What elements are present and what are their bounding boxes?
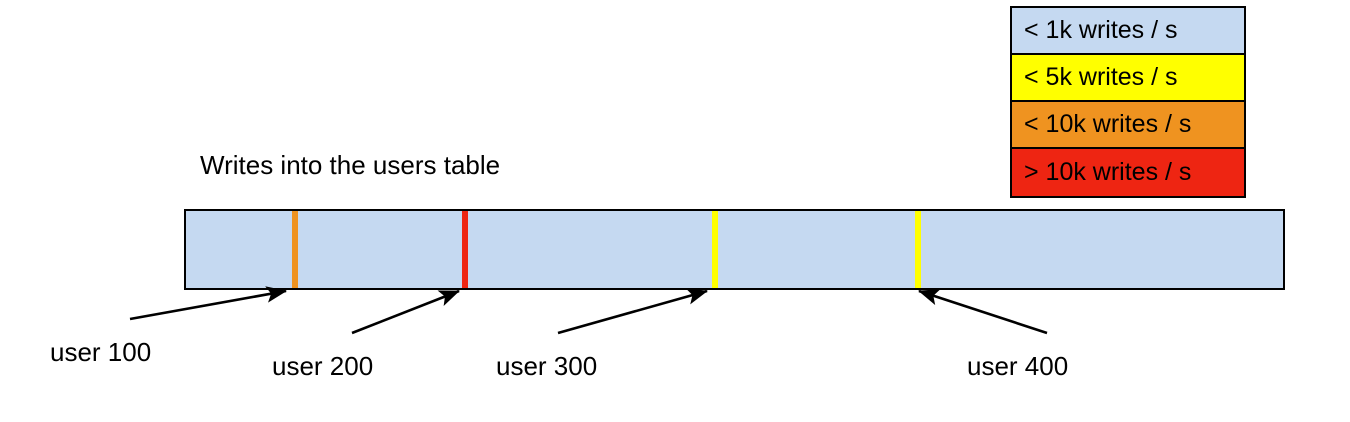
user-300-stripe <box>712 211 718 288</box>
callout-label-user-100: user 100 <box>50 337 152 367</box>
callout-label-user-200: user 200 <box>272 351 374 381</box>
legend-label-over-10k: > 10k writes / s <box>1024 158 1192 186</box>
legend-row-under-5k: < 5k writes / s <box>1012 55 1244 102</box>
legend-row-under-10k: < 10k writes / s <box>1012 102 1244 149</box>
callout-label-user-400: user 400 <box>967 351 1069 381</box>
user-100-stripe <box>292 211 298 288</box>
arrow-user-400 <box>918 289 1048 335</box>
arrow-user-100 <box>129 286 288 321</box>
legend-label-under-10k: < 10k writes / s <box>1024 110 1192 138</box>
user-200-stripe <box>462 211 468 288</box>
legend-row-under-1k: < 1k writes / s <box>1012 8 1244 55</box>
legend: < 1k writes / s < 5k writes / s < 10k wr… <box>1010 6 1246 198</box>
arrow-user-300 <box>557 288 709 335</box>
user-400-stripe <box>915 211 921 288</box>
chart-title: Writes into the users table <box>200 150 501 180</box>
legend-label-under-5k: < 5k writes / s <box>1024 63 1178 91</box>
callout-label-user-300: user 300 <box>496 351 598 381</box>
legend-row-over-10k: > 10k writes / s <box>1012 149 1244 196</box>
legend-label-under-1k: < 1k writes / s <box>1024 16 1178 44</box>
arrow-user-200 <box>351 289 460 335</box>
users-table-bar <box>184 209 1285 290</box>
